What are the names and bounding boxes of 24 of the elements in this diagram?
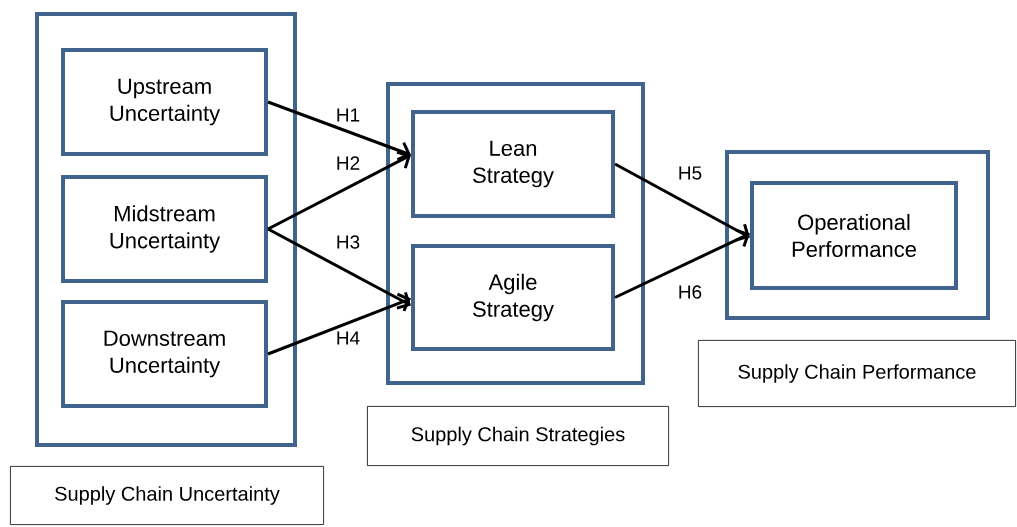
arrow <box>267 100 411 161</box>
construct-box: Midstream Uncertainty <box>61 175 268 283</box>
construct-box: Agile Strategy <box>411 244 615 351</box>
construct-box: Downstream Uncertainty <box>61 300 268 408</box>
caption-box: Supply Chain Uncertainty <box>10 466 324 525</box>
edge-label: H6 <box>676 284 704 300</box>
edge-label: H4 <box>334 330 362 346</box>
edge-label: H1 <box>334 107 362 123</box>
caption-box: Supply Chain Strategies <box>367 406 669 466</box>
edge-label: H5 <box>676 165 704 181</box>
arrow <box>267 150 411 231</box>
construct-box: Upstream Uncertainty <box>61 48 268 156</box>
group-box <box>386 82 645 385</box>
arrow <box>267 227 411 310</box>
group-box <box>35 12 297 447</box>
construct-box: Lean Strategy <box>411 110 615 218</box>
edge-label: H2 <box>334 155 362 171</box>
arrow <box>614 228 750 299</box>
arrow <box>267 292 411 356</box>
caption-box: Supply Chain Performance <box>698 340 1016 407</box>
edge-label: H3 <box>334 234 362 250</box>
arrow <box>614 162 750 242</box>
construct-box: Operational Performance <box>750 181 958 290</box>
group-box <box>725 150 990 320</box>
